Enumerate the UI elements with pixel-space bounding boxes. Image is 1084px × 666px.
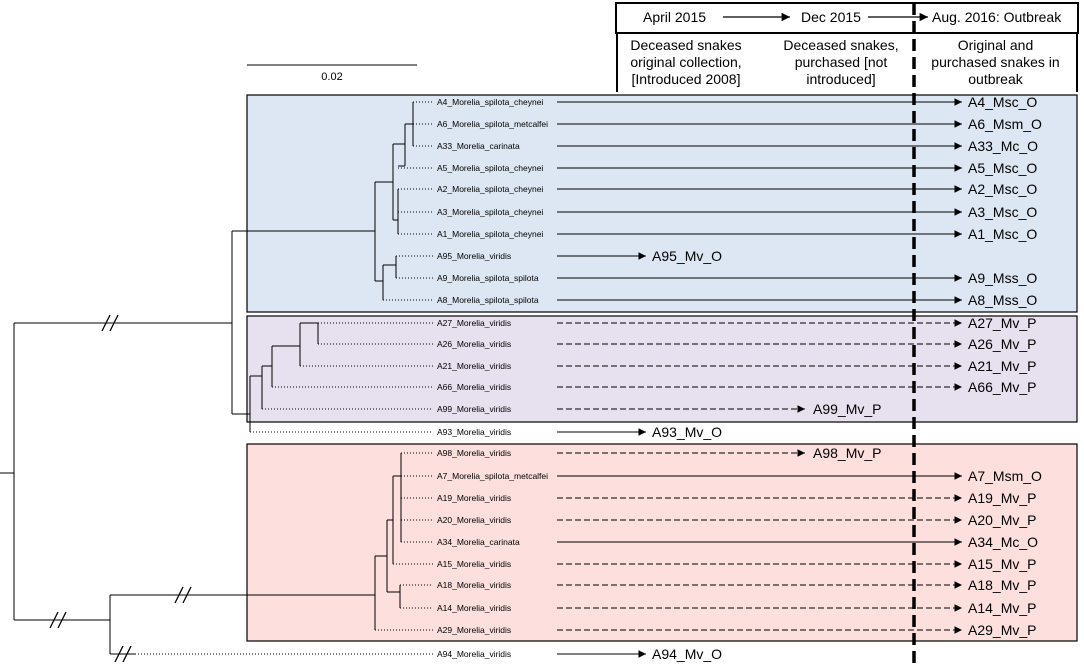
column-2-line-1: Deceased snakes, (783, 37, 899, 53)
tip-label-a20-mv-p: A20_Morelia_viridis (437, 515, 511, 525)
clade-box-blue (246, 94, 1078, 313)
clade-box-purple (246, 315, 1078, 423)
tip-label-a1-msc-o: A1_Morelia_spilota_cheynei (437, 229, 543, 239)
outcome-label-a5-msc-o: A5_Msc_O (968, 160, 1037, 176)
outcome-label-a94-mv-o: A94_Mv_O (652, 646, 722, 662)
tip-label-a9-mss-o: A9_Morelia_spilota_spilota (437, 273, 539, 283)
tip-label-a66-mv-p: A66_Morelia_viridis (437, 382, 511, 392)
branch-break-marks (49, 314, 192, 663)
scale-bar-label: 0.02 (321, 71, 342, 83)
outcome-label-a9-mss-o: A9_Mss_O (968, 270, 1037, 286)
tip-label-a93-mv-o: A93_Morelia_viridis (437, 427, 511, 437)
tip-leaders (135, 101, 433, 655)
timeline-header-box (615, 2, 1079, 34)
column-1-line-3: [Introduced 2008] (631, 71, 741, 87)
tip-label-a6-msm-o: A6_Morelia_spilota_metcalfei (437, 119, 548, 129)
tip-label-a4-msc-o: A4_Morelia_spilota_cheynei (437, 97, 543, 107)
tip-label-a29-mv-p: A29_Morelia_viridis (437, 625, 511, 635)
tip-label-a14-mv-p: A14_Morelia_viridis (437, 603, 511, 613)
tip-label-a3-msc-o: A3_Morelia_spilota_cheynei (437, 207, 543, 217)
outcome-label-a6-msm-o: A6_Msm_O (968, 116, 1042, 132)
column-purchased: Deceased snakes, purchased [not introduc… (768, 37, 914, 88)
column-original-collection: Deceased snakes original collection, [In… (617, 37, 755, 88)
column-3-line-3: outbreak (968, 71, 1023, 87)
tip-label-a15-mv-p: A15_Morelia_viridis (437, 559, 511, 569)
outcome-label-a34-mc-o: A34_Mc_O (968, 534, 1038, 550)
tree-branches (0, 102, 414, 655)
outcome-label-a21-mv-p: A21_Mv_P (968, 358, 1036, 374)
tip-label-a27-mv-p: A27_Morelia_viridis (437, 318, 511, 328)
tip-label-a19-mv-p: A19_Morelia_viridis (437, 493, 511, 503)
tip-label-a8-mss-o: A8_Morelia_spilota_spilota (437, 295, 539, 305)
outcome-label-a66-mv-p: A66_Mv_P (968, 379, 1036, 395)
outcome-label-a2-msc-o: A2_Msc_O (968, 181, 1037, 197)
outcome-label-a19-mv-p: A19_Mv_P (968, 490, 1036, 506)
tip-label-a18-mv-p: A18_Morelia_viridis (437, 580, 511, 590)
outcome-label-a27-mv-p: A27_Mv_P (968, 315, 1036, 331)
tip-label-a98-mv-p: A98_Morelia_viridis (437, 448, 511, 458)
header-april-2015: April 2015 (643, 9, 707, 25)
outcome-label-a8-mss-o: A8_Mss_O (968, 292, 1037, 308)
tip-label-a26-mv-p: A26_Morelia_viridis (437, 339, 511, 349)
outcome-label-a33-mc-o: A33_Mc_O (968, 138, 1038, 154)
column-2-line-3: introduced] (806, 71, 876, 87)
outcome-label-a98-mv-p: A98_Mv_P (813, 445, 881, 461)
outcome-label-a15-mv-p: A15_Mv_P (968, 556, 1036, 572)
column-2-line-2: purchased [not (794, 54, 888, 70)
outcome-label-a26-mv-p: A26_Mv_P (968, 336, 1036, 352)
tip-label-a95-mv-o: A95_Morelia_viridis (437, 251, 511, 261)
outcome-label-a3-msc-o: A3_Msc_O (968, 204, 1037, 220)
header-dec-2015: Dec 2015 (801, 9, 861, 25)
outcome-label-a1-msc-o: A1_Msc_O (968, 226, 1037, 242)
outcome-label-a4-msc-o: A4_Msc_O (968, 94, 1037, 110)
outcome-label-a95-mv-o: A95_Mv_O (652, 248, 722, 264)
column-outbreak: Original and purchased snakes in outbrea… (914, 37, 1077, 88)
tip-label-a7-msm-o: A7_Morelia_spilota_metcalfei (437, 471, 548, 481)
outcome-label-a20-mv-p: A20_Mv_P (968, 512, 1036, 528)
tip-label-a94-mv-o: A94_Morelia_viridis (437, 649, 511, 659)
tip-label-a5-msc-o: A5_Morelia_spilota_cheynei (437, 163, 543, 173)
tip-label-a2-msc-o: A2_Morelia_spilota_cheynei (437, 184, 543, 194)
header-aug-2016-outbreak: Aug. 2016: Outbreak (932, 9, 1062, 25)
tip-label-a34-mc-o: A34_Morelia_carinata (437, 537, 520, 547)
tip-label-a99-mv-p: A99_Morelia_viridis (437, 404, 511, 414)
outcome-label-a93-mv-o: A93_Mv_O (652, 424, 722, 440)
column-3-line-1: Original and (957, 37, 1034, 53)
column-3-line-2: purchased snakes in (931, 54, 1060, 70)
column-1-line-2: original collection, (630, 54, 742, 70)
tip-label-a33-mc-o: A33_Morelia_carinata (437, 141, 520, 151)
column-1-line-1: Deceased snakes (630, 37, 742, 53)
outcome-label-a29-mv-p: A29_Mv_P (968, 622, 1036, 638)
outcome-label-a7-msm-o: A7_Msm_O (968, 468, 1042, 484)
outcome-label-a99-mv-p: A99_Mv_P (813, 401, 881, 417)
tip-label-a21-mv-p: A21_Morelia_viridis (437, 361, 511, 371)
outcome-label-a14-mv-p: A14_Mv_P (968, 600, 1036, 616)
outcome-label-a18-mv-p: A18_Mv_P (968, 577, 1036, 593)
